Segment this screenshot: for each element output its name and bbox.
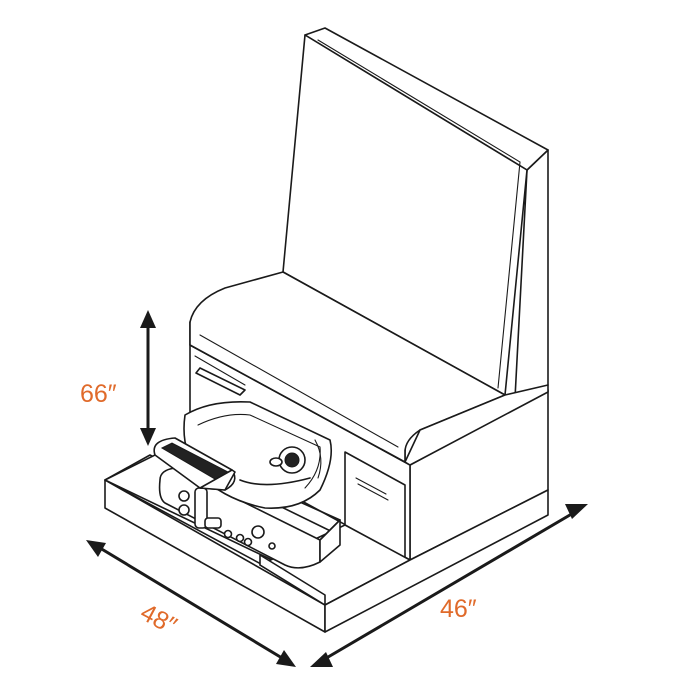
control-knob [178, 490, 190, 502]
drawer-handle [355, 477, 387, 495]
width-label: 46″ [440, 595, 477, 623]
seat-cushion [189, 271, 549, 466]
front-drawer-handle [195, 367, 246, 396]
height-dimension [140, 310, 156, 446]
width-dimension [310, 504, 588, 667]
depth-label: 48″ [136, 598, 182, 640]
depth-dimension [86, 540, 296, 667]
height-label: 66″ [80, 380, 117, 408]
foot-rest [153, 437, 236, 491]
